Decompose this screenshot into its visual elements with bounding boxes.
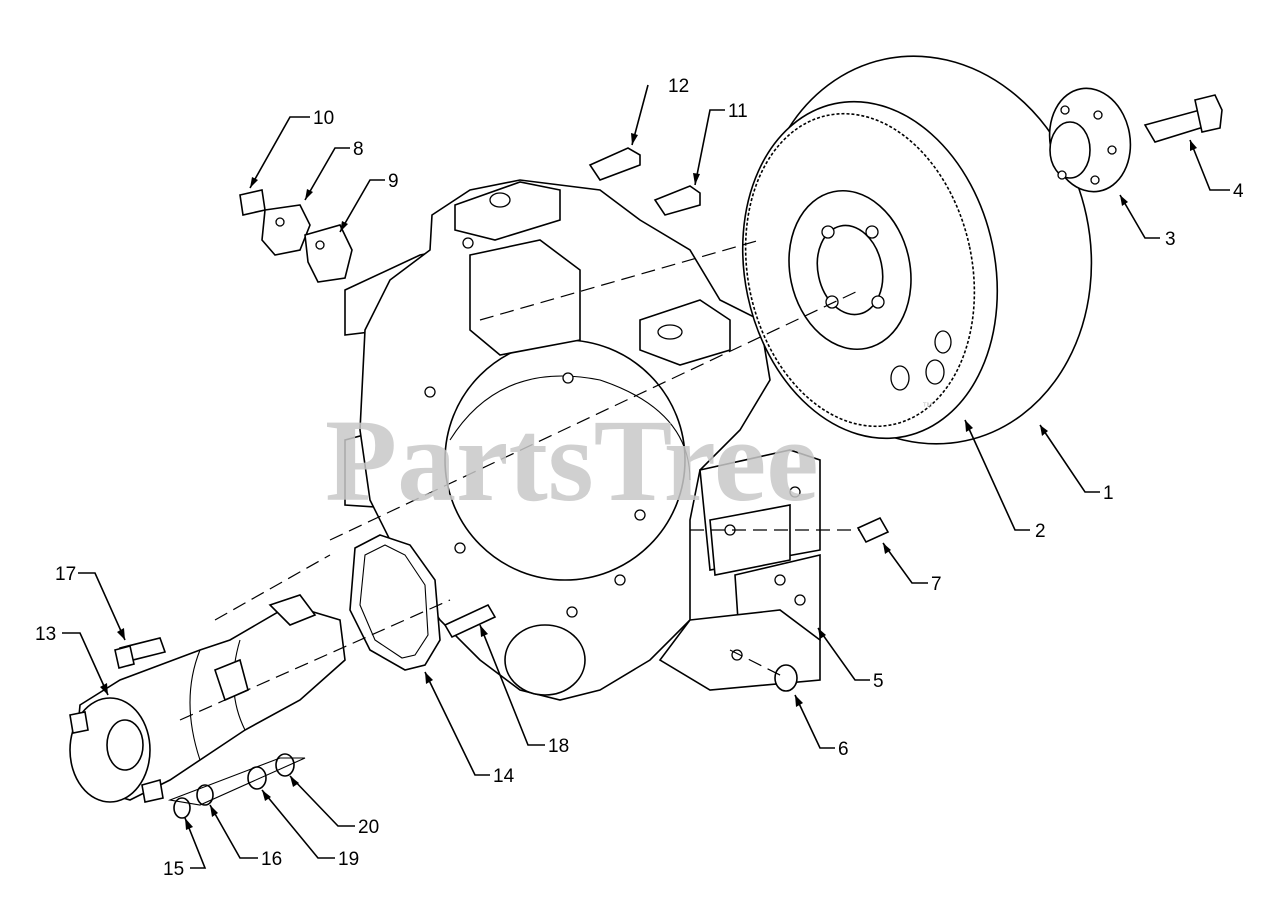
callout-11: 11 [728, 101, 748, 122]
flywheel-adapter [1048, 87, 1132, 193]
callout-10: 10 [313, 108, 334, 129]
callout-3: 3 [1165, 229, 1176, 250]
hub-bolt [1143, 94, 1223, 143]
callout-1: 1 [1103, 483, 1114, 504]
watermark-text: PartsTree [325, 395, 819, 526]
callout-9: 9 [388, 171, 399, 192]
flywheel [741, 55, 1093, 445]
callout-2: 2 [1035, 521, 1046, 542]
assembly-centerlines [179, 239, 861, 721]
callout-19: 19 [338, 849, 359, 870]
callout-12: 12 [668, 76, 689, 97]
callout-17: 17 [55, 564, 76, 585]
callout-14: 14 [493, 766, 515, 787]
callout-4: 4 [1233, 181, 1244, 202]
callout-18: 18 [548, 736, 569, 757]
leader-lines [62, 84, 1230, 869]
callout-13: 13 [35, 624, 56, 645]
watermark-trademark: ™ [922, 401, 933, 413]
callout-6: 6 [838, 739, 849, 760]
housing-bolts [588, 147, 701, 216]
starter-motor [69, 594, 346, 803]
gasket [349, 534, 441, 671]
fasteners [114, 516, 890, 819]
bell-housing [344, 179, 821, 701]
callout-16: 16 [261, 849, 282, 870]
callout-labels: 1 2 3 4 5 6 7 8 9 10 11 12 13 14 15 16 1… [35, 76, 1244, 880]
callout-15: 15 [163, 859, 184, 880]
callout-5: 5 [873, 671, 884, 692]
mount-bracket [239, 189, 353, 283]
callout-7: 7 [931, 574, 942, 595]
watermark: PartsTree ™ [325, 395, 933, 526]
callout-8: 8 [353, 139, 364, 160]
callout-20: 20 [358, 817, 379, 838]
